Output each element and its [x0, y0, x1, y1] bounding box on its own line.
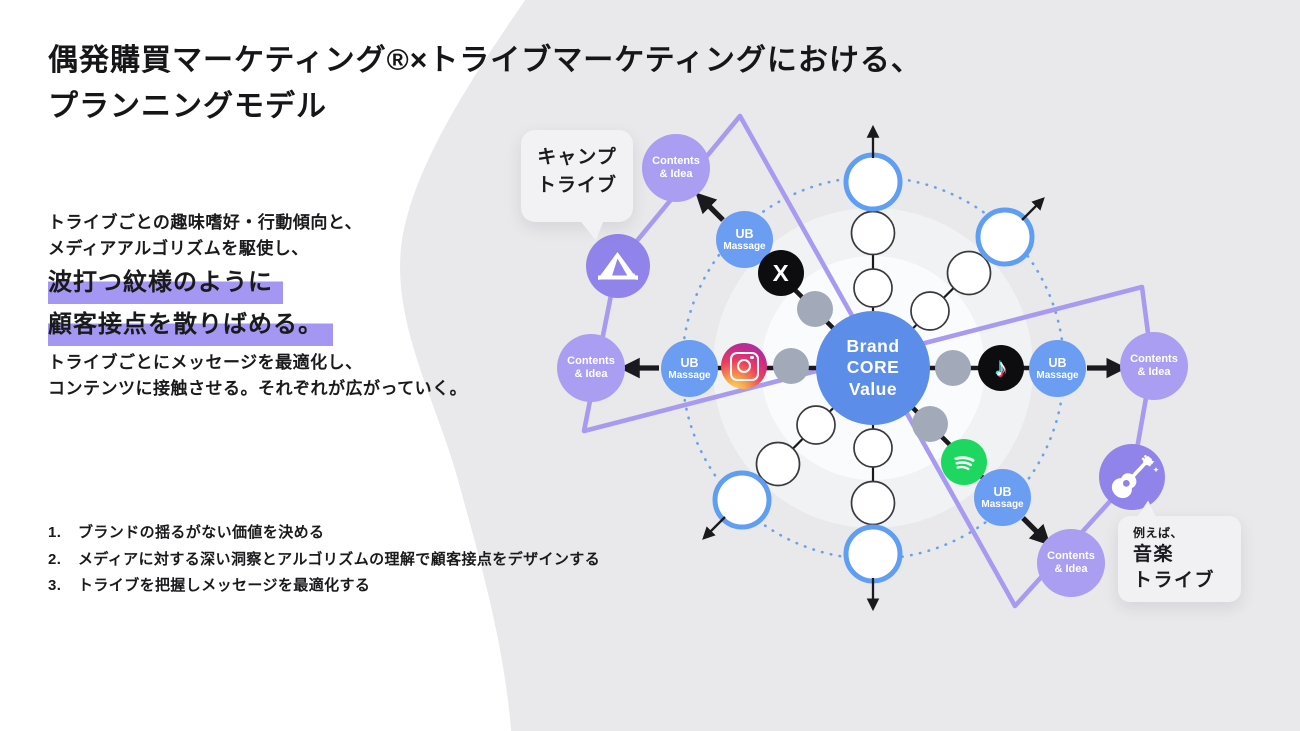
- page-title-line2: プランニングモデル: [48, 90, 327, 123]
- intro-text: トライブごとの趣味嗜好・行動傾向と、 メディアアルゴリズムを駆使し、: [48, 210, 362, 262]
- instagram-flash-dot: [750, 355, 754, 360]
- gray-node-southeast: [912, 406, 948, 442]
- camp-bubble-line2: トライブ: [536, 175, 617, 196]
- ripple-node: [910, 291, 950, 331]
- instagram-lens: [737, 359, 751, 373]
- ub-label: Massage: [668, 369, 711, 381]
- brand-line2: CORE: [846, 357, 900, 378]
- step-item-2: 2. メディアに対する深い洞察とアルゴリズムの理解で顧客接点をデザインする: [48, 547, 600, 574]
- ub-massage-node-west: UB Massage: [661, 340, 718, 397]
- reach-node-south: [843, 524, 903, 584]
- tiktok-icon: ♪: [978, 345, 1024, 391]
- arrow-northwest: [695, 192, 725, 222]
- ub-massage-node-east: UB Massage: [1029, 340, 1086, 397]
- highlight-line1: 波打つ紋様のように: [48, 262, 283, 304]
- reach-node-southwest: [712, 470, 772, 530]
- ripple-node: [946, 250, 992, 296]
- tent-icon: [598, 252, 638, 280]
- intro-line2: メディアアルゴリズムを駆使し、: [48, 239, 309, 258]
- contents-idea-node-northwest: Contents & Idea: [642, 134, 710, 202]
- brand-line1: Brand: [846, 335, 900, 356]
- ub-label: UB: [680, 355, 699, 370]
- ripple-node: [853, 268, 893, 308]
- tiktok-note-glyph: ♪: [994, 353, 1008, 382]
- contents-label: & Idea: [574, 368, 608, 380]
- body-line1: トライブごとにメッセージを最適化し、: [48, 353, 363, 372]
- page-title: 偶発購買マーケティング®×トライブマーケティングにおける、 プランニングモデル: [48, 38, 948, 130]
- ub-label: Massage: [1036, 369, 1079, 381]
- step-number: 1.: [48, 524, 62, 541]
- contents-idea-node-west: Contents & Idea: [557, 334, 625, 402]
- contents-label: & Idea: [1137, 366, 1171, 378]
- contents-label: & Idea: [1054, 563, 1088, 575]
- arrow-southwest: [702, 516, 726, 540]
- step-number: 3.: [48, 577, 62, 594]
- gray-node-west: [773, 348, 809, 384]
- reach-nodes: [712, 152, 1035, 584]
- step-item-3: 3. トライブを把握しメッセージを最適化する: [48, 573, 600, 600]
- ripple-node: [850, 480, 896, 526]
- gray-node-east: [935, 350, 971, 386]
- highlighted-statement: 波打つ紋様のように 顧客接点を散りばめる。: [48, 262, 333, 346]
- spotify-icon: [941, 439, 987, 485]
- contents-idea-node-southeast: Contents & Idea: [1037, 529, 1105, 597]
- step-number: 2.: [48, 550, 62, 568]
- contents-label: Contents: [1130, 352, 1178, 365]
- ub-label: Massage: [723, 240, 766, 252]
- gray-node-northwest: [797, 291, 833, 327]
- ripple-nodes: [755, 210, 992, 526]
- music-tribe-bubble: 例えば、 音楽 トライブ: [1118, 498, 1241, 602]
- x-glyph: X: [772, 259, 790, 286]
- music-bubble-line2: トライブ: [1133, 570, 1216, 591]
- music-tribe-node: [1099, 444, 1165, 510]
- guitar-icon: [1111, 455, 1159, 499]
- camp-tribe-bubble: キャンプ トライブ: [521, 130, 633, 243]
- brand-line3: Value: [848, 378, 898, 399]
- contents-label: Contents: [1047, 549, 1095, 562]
- contents-label: Contents: [652, 154, 700, 167]
- contents-label: Contents: [567, 354, 615, 367]
- page-title-line1: 偶発購買マーケティング®×トライブマーケティングにおける、: [48, 44, 922, 77]
- brand-core-value-node: Brand CORE Value: [816, 311, 930, 425]
- intro-line1: トライブごとの趣味嗜好・行動傾向と、: [48, 213, 363, 232]
- steps-list: 1. ブランドの揺るがない価値を決める 2. メディアに対する深い洞察とアルゴリ…: [48, 520, 600, 600]
- ub-label: Massage: [981, 498, 1024, 510]
- ripple-node: [850, 210, 896, 256]
- step-text: トライブを把握しメッセージを最適化する: [78, 577, 371, 594]
- music-bubble-line1: 音楽: [1133, 544, 1175, 565]
- instagram-icon: [721, 343, 767, 389]
- x-twitter-icon: X: [758, 250, 804, 296]
- ripple-node: [853, 428, 893, 468]
- ripple-node: [755, 441, 801, 487]
- ub-massage-node-southeast: UB Massage: [974, 469, 1031, 526]
- arrow-southeast: [1021, 516, 1051, 546]
- spotify-waves: [954, 456, 975, 471]
- camp-tribe-node: [586, 234, 650, 298]
- spoke-arrows: [619, 124, 1127, 612]
- step-text: ブランドの揺るがない価値を決める: [78, 524, 325, 541]
- contents-idea-node-east: Contents & Idea: [1120, 332, 1188, 400]
- arrow-northeast: [1021, 197, 1045, 221]
- step-item-1: 1. ブランドの揺るがない価値を決める: [48, 520, 600, 547]
- ub-label: UB: [735, 226, 754, 241]
- reach-node-northeast: [975, 207, 1035, 267]
- ub-label: UB: [1048, 355, 1067, 370]
- music-bubble-prefix: 例えば、: [1133, 526, 1184, 540]
- instagram-frame: [729, 351, 759, 381]
- contents-label: & Idea: [659, 168, 693, 180]
- reach-node-north: [843, 152, 903, 212]
- step-text: メディアに対する深い洞察とアルゴリズムの理解で顧客接点をデザインする: [78, 550, 601, 568]
- ripple-node: [796, 405, 836, 445]
- highlight-line2: 顧客接点を散りばめる。: [48, 304, 333, 346]
- music-bubble-tail: [1136, 498, 1163, 524]
- body-text: トライブごとにメッセージを最適化し、 コンテンツに接触させる。それぞれが広がって…: [48, 350, 467, 402]
- camp-bubble-line1: キャンプ: [537, 147, 617, 168]
- gray-relay-nodes: [773, 291, 971, 442]
- ub-label: UB: [993, 484, 1012, 499]
- body-line2: コンテンツに接触させる。それぞれが広がっていく。: [48, 379, 468, 398]
